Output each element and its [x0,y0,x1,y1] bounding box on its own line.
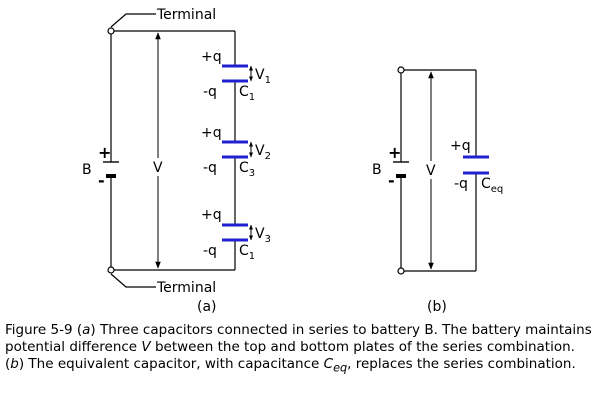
capacitor-1-minus-q: -q [203,84,217,100]
terminal-top-label: Terminal [156,7,216,23]
capacitor-eq: +q -q Ceq [450,138,503,195]
battery-label: B [82,162,92,178]
figure-caption: Figure 5-9 (a) Three capacitors connecte… [5,322,592,375]
capacitor-3: +q -q V3 C1 [201,207,271,262]
capacitor-2-label: C3 [239,160,255,179]
circuit-diagram: Terminal Terminal + - B V +q -q V1 C1 [82,7,503,315]
capacitor-1-plus-q: +q [201,49,222,65]
capacitor-3-minus-q: -q [203,243,217,259]
circuit-b: + - B V +q -q Ceq (b) [372,66,503,315]
terminal-b-bottom-node [397,267,405,275]
terminal-b-top-node [397,66,405,74]
battery-plus-sign: + [98,143,111,162]
capacitor-3-label: C1 [239,243,255,262]
circuit-a: Terminal Terminal + - B V +q -q V1 C1 [82,7,271,315]
circuit-b-wires [400,69,477,272]
capacitor-2: +q -q V2 C3 [201,125,271,179]
battery-a: + - B [82,143,119,190]
part-b-label: (b) [427,299,447,315]
battery-b-label: B [372,162,382,178]
capacitor-1-voltage: V1 [255,67,271,86]
terminal-bottom-node [107,266,115,274]
capacitor-2-voltage: V2 [255,143,271,162]
battery-b-plus-sign: + [388,143,401,162]
capacitor-3-plus-q: +q [201,207,222,223]
circuit-a-wires [110,13,236,288]
battery-b-minus-sign: - [388,171,395,190]
capacitor-1: +q -q V1 C1 [201,49,271,103]
capacitor-eq-minus-q: -q [454,176,468,192]
capacitor-2-minus-q: -q [203,160,217,176]
battery-b: + - B [372,143,409,190]
capacitor-2-plus-q: +q [201,125,222,141]
capacitor-eq-plus-q: +q [450,138,471,154]
voltage-label-b: V [426,163,436,179]
terminal-bottom-label: Terminal [156,280,216,296]
voltage-label-a: V [153,160,163,176]
capacitor-eq-label: Ceq [481,176,503,195]
terminal-top-node [107,27,115,35]
battery-minus-sign: - [98,171,105,190]
capacitor-1-label: C1 [239,84,255,103]
capacitor-3-voltage: V3 [255,226,271,245]
part-a-label: (a) [197,299,217,315]
